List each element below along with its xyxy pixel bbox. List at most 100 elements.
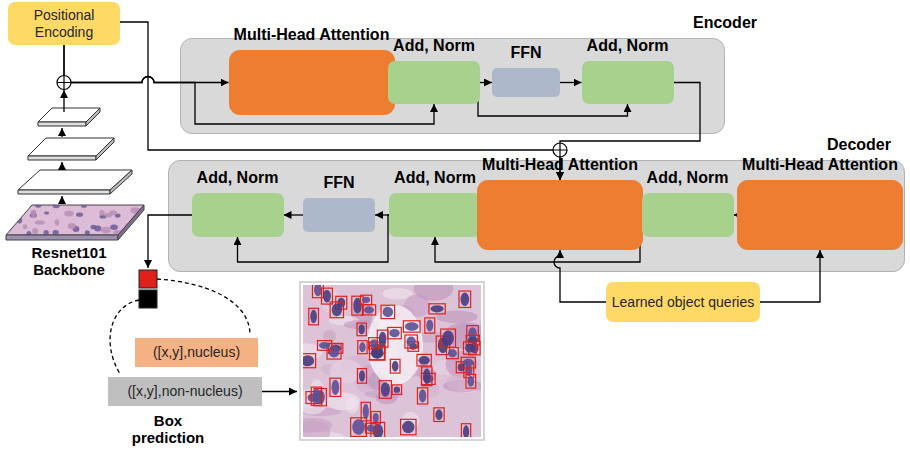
plate-edge: [18, 190, 110, 194]
sum-circle: [57, 76, 71, 90]
nucleus: [331, 380, 339, 395]
class-box: ([x,y],non-nucleus): [108, 377, 262, 406]
nucleus: [402, 421, 414, 433]
nucleus: [463, 425, 469, 437]
nucleus: [332, 303, 342, 316]
connector-arrow: [375, 214, 389, 215]
tissue-cell: [64, 211, 73, 217]
box-text: Multi-Head Attention: [742, 156, 898, 174]
plate-edge: [28, 156, 96, 160]
detection-box: [425, 318, 435, 333]
detection-box: [381, 305, 395, 318]
tissue-cell: [2, 216, 12, 220]
detection-box: [401, 419, 416, 434]
tissue-cell: [35, 203, 42, 208]
tissue-cell: [23, 224, 28, 229]
feature-arrow: [61, 196, 62, 204]
tissue-cell: [4, 225, 11, 231]
plate-edge: [118, 205, 144, 240]
box-text: FFN: [323, 174, 354, 192]
tissue-cell: [17, 217, 23, 224]
nucleus: [352, 419, 365, 435]
prediction-arrow: [262, 391, 297, 392]
connector-arrow: [64, 45, 434, 124]
box-text: Learned object queries: [612, 294, 754, 310]
detection-box: [358, 341, 367, 354]
plate-edge: [6, 235, 118, 240]
detection-box: [303, 354, 316, 368]
attention-box: Multi-Head Attention: [737, 180, 903, 250]
nucleus: [448, 349, 457, 357]
detection-box: [357, 369, 366, 384]
nucleus: [303, 355, 314, 366]
detection-box: [434, 408, 444, 422]
tissue-patch: [323, 330, 336, 343]
encoding-box: Positional Encoding: [8, 2, 120, 45]
nucleus: [323, 290, 331, 303]
nucleus: [364, 306, 374, 313]
connector-arrow: [560, 82, 582, 83]
tissue-cell: [31, 212, 36, 218]
dashed-link: [157, 279, 250, 335]
detection-box: [361, 295, 372, 304]
detection-box: [441, 329, 456, 347]
nucleus: [463, 359, 474, 367]
detection-box: [365, 423, 376, 433]
plate-edge: [110, 170, 132, 194]
nucleus: [392, 361, 399, 372]
nucleus: [314, 285, 322, 296]
plate-edge: [38, 122, 86, 126]
attention-box: Multi-Head Attention: [477, 180, 643, 250]
box-text: Add, Norm: [394, 169, 476, 187]
nucleus: [406, 336, 415, 346]
box-text: Multi-Head Attention: [234, 26, 390, 44]
connector-arrow: [480, 82, 492, 83]
nucleus: [461, 293, 470, 306]
encoder-band: EncoderMulti-Head AttentionAdd, NormFFNA…: [180, 38, 725, 134]
detection-box: [362, 305, 375, 315]
nucleus: [381, 382, 390, 397]
nucleus: [313, 389, 320, 404]
add-norm-box: Add, Norm: [582, 61, 674, 104]
box-text: Add, Norm: [647, 169, 729, 187]
detection-box: [390, 359, 400, 373]
nucleus: [405, 322, 419, 330]
band-heading: Decoder: [827, 136, 891, 154]
nucleus: [418, 356, 429, 365]
nucleus: [383, 307, 394, 317]
tissue-cell: [94, 226, 101, 232]
decoder-band: DecoderAdd, NormFFNAdd, NormMulti-Head A…: [168, 160, 905, 272]
sum-cross: [553, 143, 567, 157]
detection-box: [309, 308, 319, 324]
backbone-label: Resnet101 Backbone: [4, 244, 134, 279]
tissue-cell: [44, 212, 49, 215]
detection-box: [429, 304, 445, 314]
nucleus: [423, 368, 430, 384]
nucleus: [363, 404, 369, 420]
box-text: Multi-Head Attention: [482, 156, 638, 174]
detection-box: [422, 367, 432, 386]
nucleus: [362, 297, 370, 303]
nucleus: [426, 319, 433, 331]
detection-box: [392, 385, 402, 394]
detection-box: [466, 374, 476, 388]
detection-box: [459, 291, 471, 307]
nucleus: [373, 413, 379, 422]
detection-box: [318, 341, 332, 351]
box-text: Positional Encoding: [13, 7, 115, 39]
detection-box: [352, 296, 363, 315]
tissue-cell: [15, 210, 25, 217]
detection-box: [351, 418, 367, 437]
tissue-patch: [383, 288, 413, 299]
tissue-cell: [76, 213, 83, 217]
tissue-patch: [303, 388, 327, 414]
tissue-cell: [133, 222, 142, 229]
add-norm-box: Add, Norm: [642, 193, 734, 237]
nucleus: [465, 343, 475, 352]
tissue-cell: [32, 228, 38, 234]
tissue-cell: [7, 214, 16, 218]
detection-box: [466, 335, 479, 345]
backbone-illustration: [2, 90, 144, 240]
box-text: FFN: [510, 44, 541, 62]
tissue-cell: [43, 230, 48, 235]
